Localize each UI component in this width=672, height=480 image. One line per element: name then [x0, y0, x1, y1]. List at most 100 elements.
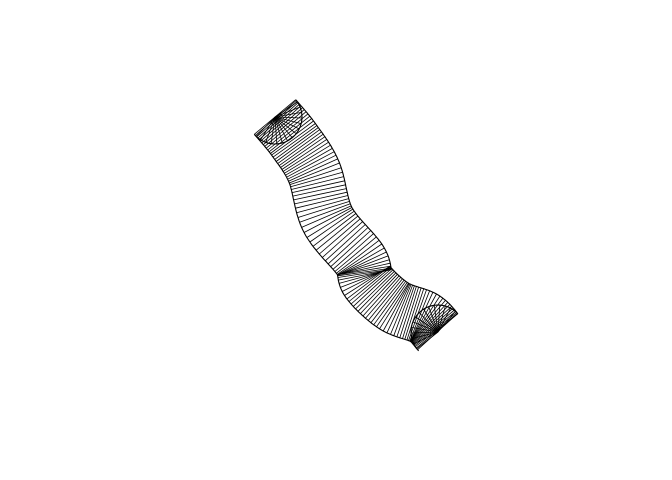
- ruling-line-right: [312, 158, 338, 171]
- end-cap-ruling: [415, 316, 439, 333]
- start-cap-ruling: [270, 116, 276, 144]
- ruling-line-right: [363, 262, 391, 270]
- ruling-line-right: [387, 279, 405, 302]
- ruling-line-left: [291, 186, 319, 193]
- ruling-line-left: [386, 308, 399, 334]
- ruling-line-right: [285, 111, 307, 130]
- ruling-line-left: [404, 313, 414, 340]
- ruling-line-right: [410, 286, 419, 314]
- ruling-line-left: [315, 232, 338, 251]
- ruling-line-left: [278, 149, 302, 166]
- end-cap-ruling: [410, 331, 439, 334]
- ruling-line-right: [326, 205, 352, 217]
- ruling-line-right: [297, 129, 321, 146]
- ruling-line-right: [357, 239, 380, 258]
- ruling-line-left: [337, 261, 362, 276]
- ruling-line-right: [342, 221, 363, 240]
- end-cap-ruling: [418, 312, 439, 333]
- ruling-line-left: [390, 309, 402, 335]
- ruling-line-left: [338, 274, 365, 281]
- ruling-line-left: [309, 226, 333, 243]
- ruling-line-right: [339, 218, 361, 237]
- end-cap-ruling: [423, 308, 439, 333]
- ruling-line-left: [285, 161, 310, 176]
- ruling-line-left: [296, 205, 323, 214]
- ruling-line-left: [396, 311, 407, 337]
- ruling-line-right: [362, 255, 389, 266]
- ruling-line-right: [402, 284, 413, 311]
- ruling-line-left: [281, 154, 305, 170]
- ruling-line-left: [376, 304, 393, 328]
- ruling-line-left: [290, 179, 317, 188]
- ruling-line-right: [419, 290, 430, 317]
- ruling-line-left: [295, 201, 322, 209]
- ruling-line-left: [263, 126, 285, 146]
- ruling-line-right: [296, 127, 319, 144]
- ruling-line-right: [412, 287, 422, 314]
- ruling-line-right: [371, 268, 393, 287]
- ruling-line-left: [355, 289, 376, 310]
- ruling-line-left: [327, 245, 349, 265]
- ruling-line-left: [280, 151, 303, 168]
- ruling-line-right: [345, 224, 366, 243]
- ruling-line-right: [347, 227, 369, 246]
- end-cap-ruling: [413, 331, 439, 345]
- ruling-line-right: [361, 251, 387, 264]
- ruling-line-right: [380, 275, 400, 297]
- end-cap-ruling: [412, 321, 439, 333]
- end-cap-ruling: [411, 331, 439, 339]
- ruling-line-left: [297, 209, 324, 218]
- ruling-line-right: [378, 274, 398, 295]
- start-cap-ruling: [260, 116, 276, 141]
- ruling-line-right: [368, 265, 391, 283]
- ruling-line-left: [350, 285, 372, 305]
- ruling-line-left: [338, 275, 366, 284]
- ruling-line-right: [376, 272, 397, 293]
- ruling-line-right: [322, 198, 349, 207]
- ruling-line-left: [274, 143, 297, 160]
- ruling-line-right: [427, 300, 446, 322]
- ruling-line-left: [362, 295, 382, 317]
- ruling-line-left: [411, 324, 433, 343]
- start-cap-ruling: [274, 112, 302, 118]
- ruling-line-right: [431, 306, 452, 325]
- ruling-line-left: [303, 219, 329, 233]
- ruling-line-left: [373, 302, 391, 326]
- ruling-line-left: [257, 120, 279, 139]
- ruling-line-right: [435, 312, 458, 330]
- ruling-line-right: [315, 167, 342, 177]
- ruling-line-right: [304, 139, 327, 155]
- ruling-line-right: [321, 195, 348, 203]
- ruling-line-left: [299, 212, 326, 223]
- ruling-line-left: [346, 282, 369, 300]
- ruling-line-right: [353, 233, 374, 252]
- ruling-line-left: [348, 284, 371, 302]
- ruling-line-right: [382, 277, 402, 299]
- end-cap-ruling: [437, 311, 456, 333]
- ruling-line-left: [382, 307, 397, 332]
- ruling-line-right: [384, 278, 403, 300]
- ruling-line-right: [305, 141, 329, 158]
- ruling-line-left: [319, 236, 340, 255]
- start-cap-ruling: [255, 116, 276, 137]
- ruling-line-left: [336, 258, 360, 275]
- ruling-line-left: [312, 229, 335, 247]
- ruling-line-left: [410, 319, 427, 342]
- end-cap-ruling: [437, 305, 441, 333]
- ruling-line-right: [389, 281, 407, 304]
- ruling-line-left: [357, 291, 378, 312]
- ruling-line-right: [293, 123, 316, 140]
- start-cap-ruling: [274, 116, 297, 135]
- ruling-line-right: [414, 288, 425, 315]
- start-cap-ruling: [265, 116, 276, 143]
- ruling-line-right: [391, 282, 408, 305]
- ruling-line-left: [360, 293, 380, 314]
- end-cap-ruling: [433, 305, 439, 333]
- start-cap-ruling: [274, 116, 302, 124]
- ruling-line-right: [299, 131, 322, 149]
- ruling-line-left: [292, 190, 320, 197]
- end-cap-ruling: [437, 307, 451, 333]
- end-cap-ruling: [416, 331, 439, 350]
- ruling-line-right: [311, 154, 337, 168]
